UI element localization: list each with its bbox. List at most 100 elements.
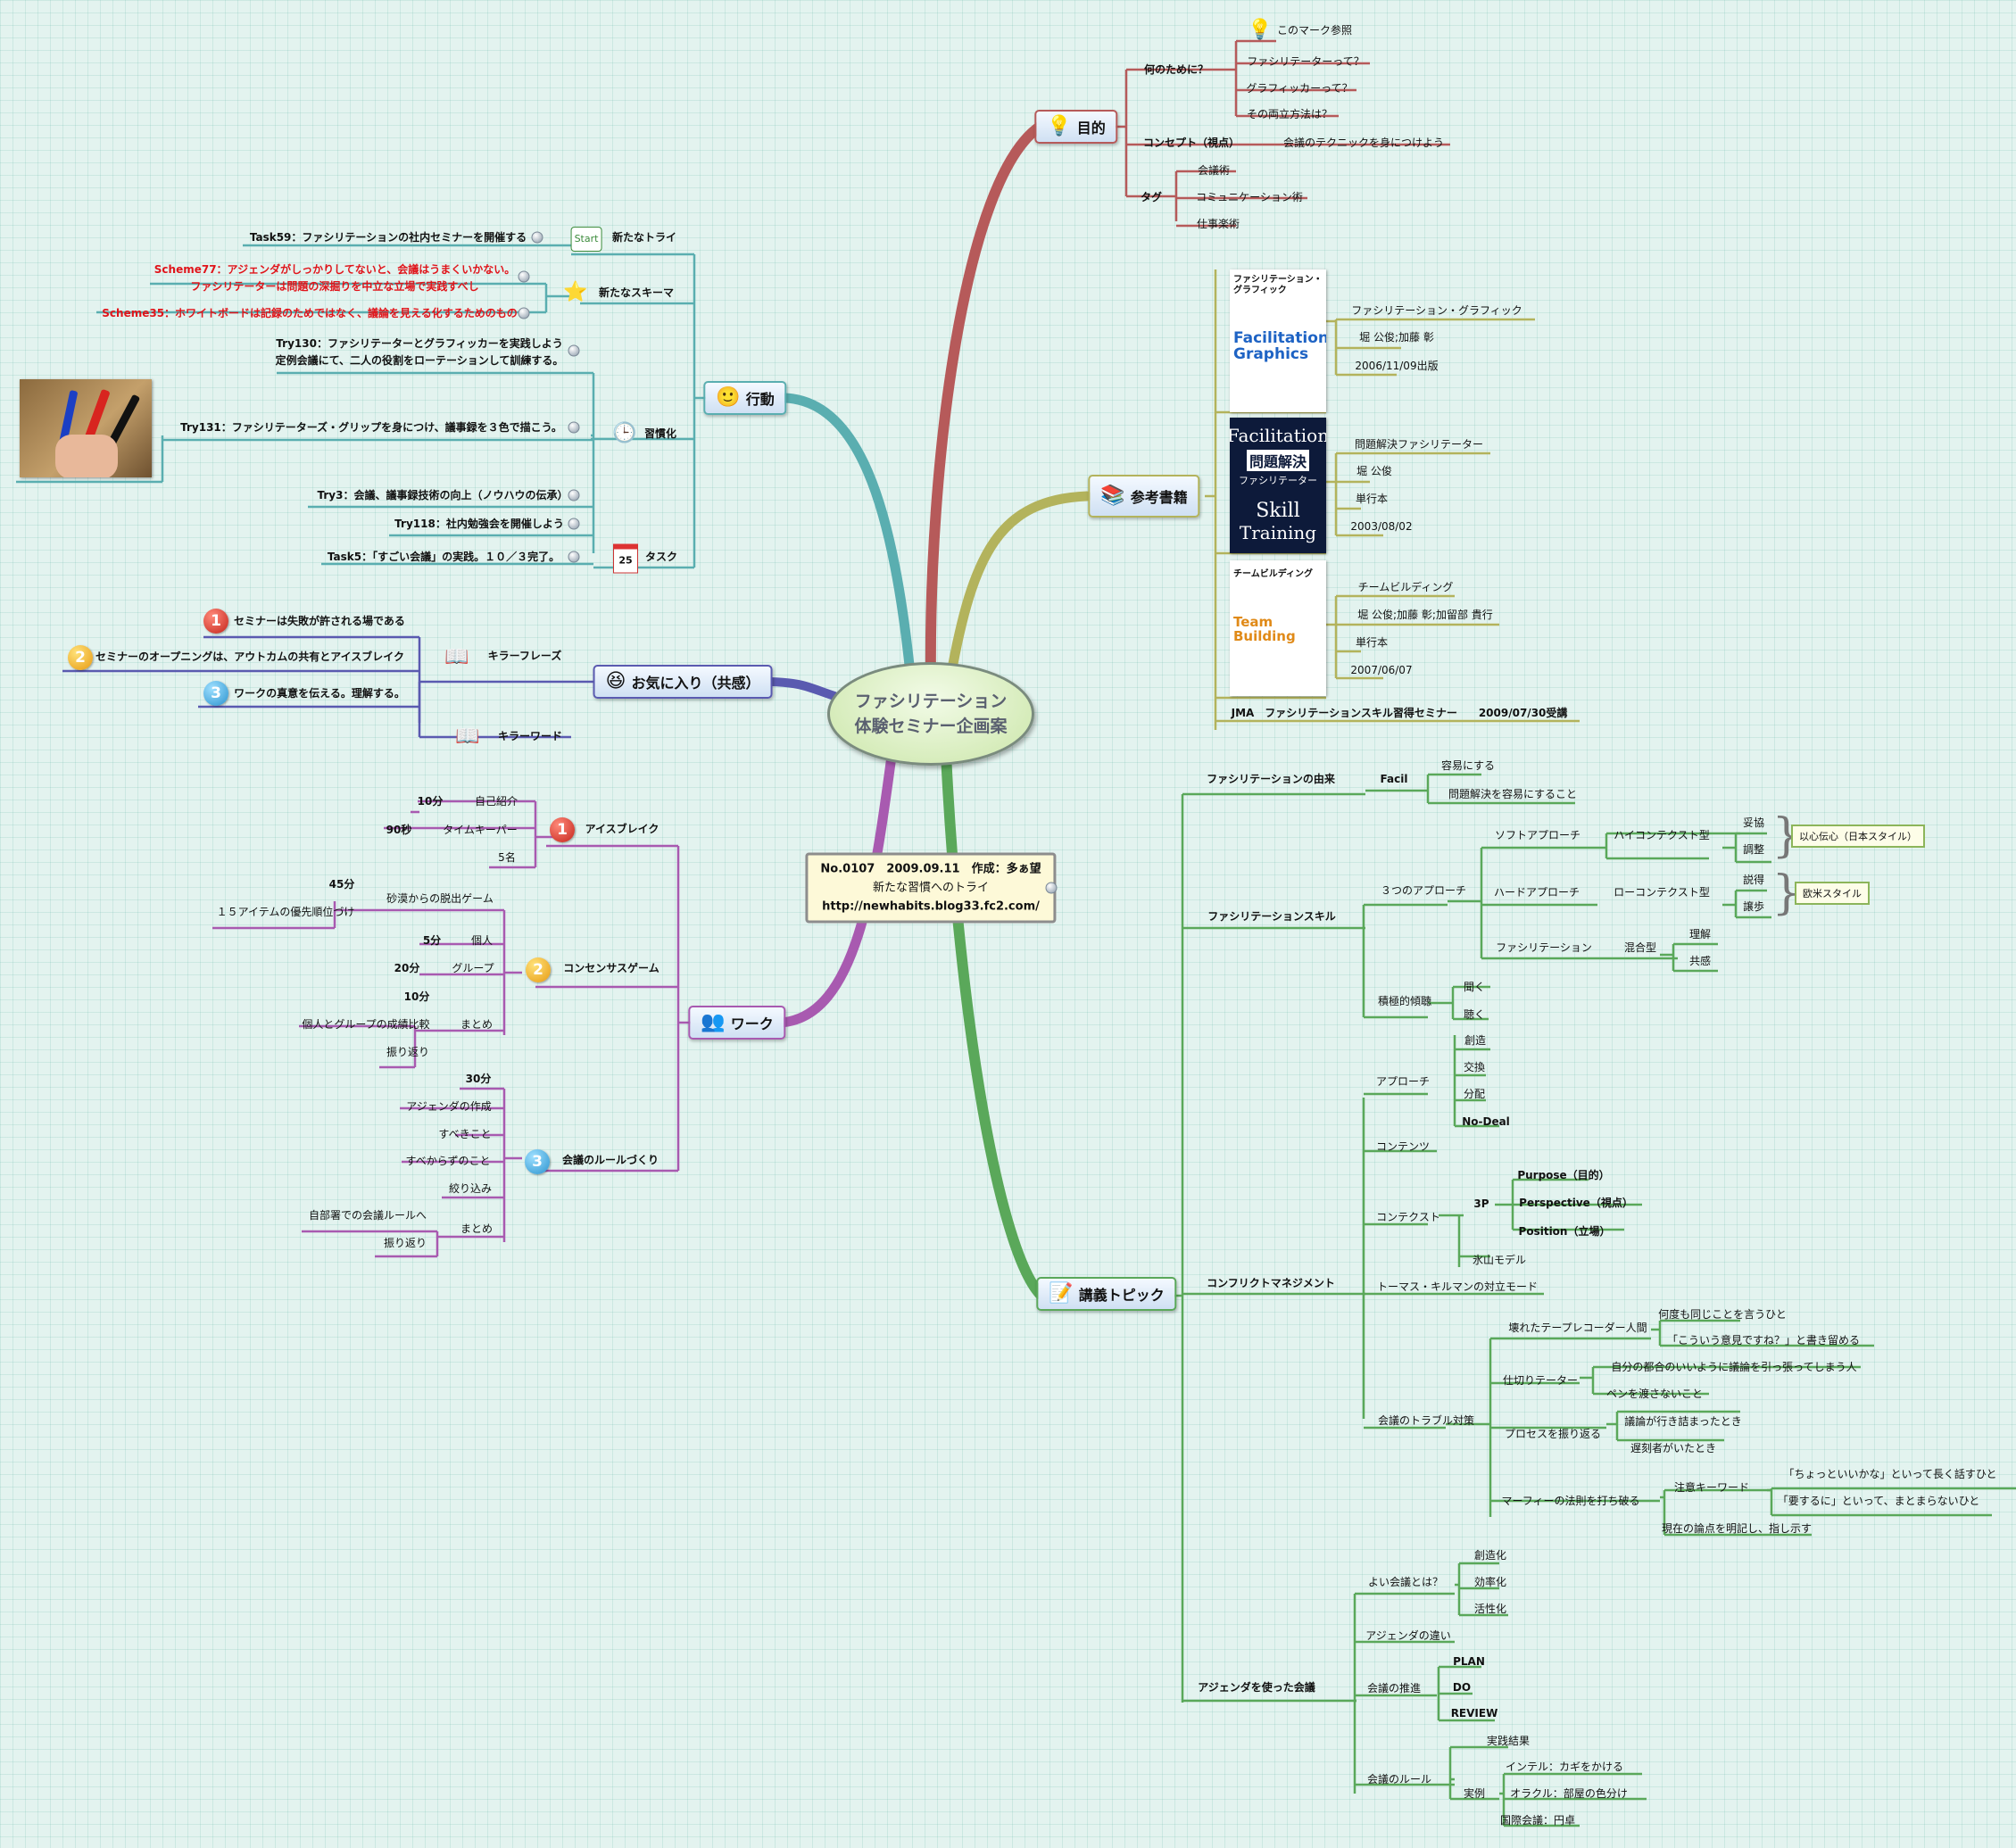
node-adjust[interactable]: 調整 xyxy=(1742,843,1765,856)
node-group-time[interactable]: 20分 xyxy=(394,962,420,974)
node-habit[interactable]: 習慣化 xyxy=(643,427,677,440)
node-plan[interactable]: PLAN xyxy=(1453,1655,1485,1668)
node-new-schema[interactable]: 新たなスキーマ xyxy=(598,286,675,299)
node-consensus[interactable]: コンセンサスゲーム xyxy=(563,962,660,974)
node-icebreak[interactable]: アイスブレイク xyxy=(585,823,660,835)
node-meeting-rule[interactable]: 会議のルール xyxy=(1366,1773,1432,1786)
node-tag-2[interactable]: コミュニケーション術 xyxy=(1196,191,1303,203)
book2-title[interactable]: 問題解決ファシリテーター xyxy=(1354,438,1484,451)
node-rule-review[interactable]: 振り返り xyxy=(383,1237,427,1249)
node-approach[interactable]: アプローチ xyxy=(1375,1075,1431,1088)
book-jma[interactable]: JMA ファシリテーションスキル習得セミナー 2009/07/30受講 xyxy=(1231,707,1568,719)
node-example-1[interactable]: インテル：カギをかける xyxy=(1505,1761,1624,1773)
node-individual[interactable]: 個人 xyxy=(470,934,494,947)
node-new-try[interactable]: 新たなトライ xyxy=(611,231,677,244)
node-hard[interactable]: ハードアプローチ xyxy=(1493,886,1580,899)
book2-date[interactable]: 2003/08/02 xyxy=(1350,520,1413,533)
node-create[interactable]: 創造 xyxy=(1464,1034,1487,1047)
node-low[interactable]: ローコンテクスト型 xyxy=(1614,886,1710,899)
link-icon[interactable] xyxy=(568,489,580,501)
node-try118[interactable]: Try118：社内勉強会を開催しよう xyxy=(394,518,564,530)
node-self-intro[interactable]: 自己紹介 xyxy=(474,795,519,808)
node-concept-value[interactable]: 会議のテクニックを身につけよう xyxy=(1282,137,1445,149)
topic-favorite[interactable]: 😆 お気に入り（共感） xyxy=(593,665,773,699)
node-warn-keyword[interactable]: 注意キーワード xyxy=(1673,1481,1750,1494)
tag-western-style[interactable]: 欧米スタイル xyxy=(1795,882,1870,905)
node-agenda-create[interactable]: アジェンダの作成 xyxy=(406,1100,492,1113)
node-good-3[interactable]: 活性化 xyxy=(1473,1603,1507,1615)
node-context[interactable]: コンテクスト xyxy=(1376,1211,1440,1223)
node-easy2[interactable]: 問題解決を容易にすること xyxy=(1448,788,1578,800)
node-should-not[interactable]: すべからずのこと xyxy=(405,1155,491,1167)
node-easy[interactable]: 容易にする xyxy=(1440,759,1496,772)
node-trouble[interactable]: 会議のトラブル対策 xyxy=(1377,1414,1475,1427)
link-icon[interactable] xyxy=(568,344,580,357)
node-task5[interactable]: Task5：「すごい会議」の実践。１０／３完了。 xyxy=(327,551,560,563)
node-compare[interactable]: 個人とグループの成績比較 xyxy=(302,1018,430,1031)
node-agenda-meeting[interactable]: アジェンダを使った会議 xyxy=(1198,1681,1315,1694)
book1-title[interactable]: ファシリテーション・グラフィック xyxy=(1351,304,1522,317)
topic-books[interactable]: 📚 参考書籍 xyxy=(1088,475,1200,518)
node-p-position[interactable]: Position（立場） xyxy=(1518,1225,1611,1238)
node-empathy[interactable]: 共感 xyxy=(1688,955,1712,967)
node-nodeal[interactable]: No-Deal xyxy=(1462,1115,1510,1128)
node-boss-2[interactable]: ペンを渡さないこと xyxy=(1605,1388,1704,1400)
node-boss-1[interactable]: 自分の都合のいいように議論を引っ張ってしまう人 xyxy=(1611,1361,1857,1373)
node-understand[interactable]: 理解 xyxy=(1688,928,1712,941)
node-ice-time2[interactable]: 90秒 xyxy=(386,824,412,836)
node-rule-time[interactable]: 30分 xyxy=(465,1073,492,1085)
book2-type[interactable]: 単行本 xyxy=(1355,493,1389,505)
node-broken-recorder[interactable]: 壊れたテープレコーダー人間 xyxy=(1508,1322,1647,1334)
node-facilitation[interactable]: ファシリテーション xyxy=(1496,941,1592,954)
node-listen-2[interactable]: 聴く xyxy=(1463,1008,1486,1021)
node-listen-1[interactable]: 聞く xyxy=(1463,981,1486,993)
node-q1[interactable]: ファシリテーターって？ xyxy=(1247,55,1365,68)
node-ranking[interactable]: １５アイテムの優先順位づけ xyxy=(216,906,355,918)
central-topic[interactable]: ファシリテーション 体験セミナー企画案 xyxy=(827,662,1034,766)
node-tag-1[interactable]: 会議術 xyxy=(1197,164,1231,177)
node-good-meeting[interactable]: よい会議とは？ xyxy=(1367,1576,1444,1588)
node-compromise[interactable]: 妥協 xyxy=(1742,816,1765,829)
node-phrase-1[interactable]: セミナーは失敗が許される場である xyxy=(234,615,405,627)
node-phrase-2[interactable]: セミナーのオープニングは、アウトカムの共有とアイスブレイク xyxy=(95,651,405,663)
book1-author[interactable]: 堀 公俊;加藤 彰 xyxy=(1359,331,1434,344)
node-skill[interactable]: ファシリテーションスキル xyxy=(1207,910,1336,923)
node-good-2[interactable]: 効率化 xyxy=(1473,1576,1507,1588)
node-3p[interactable]: 3P xyxy=(1473,1197,1489,1210)
node-broken-2[interactable]: 「こういう意見ですね？」と書き留める xyxy=(1666,1334,1861,1347)
node-example-3[interactable]: 国際会議：円卓 xyxy=(1499,1814,1576,1827)
book3-type[interactable]: 単行本 xyxy=(1355,636,1389,649)
node-own-rule[interactable]: 自部署での会議ルールへ xyxy=(308,1209,427,1222)
node-example[interactable]: 実例 xyxy=(1463,1787,1486,1800)
node-p-purpose[interactable]: Purpose（目的） xyxy=(1517,1169,1610,1181)
node-task59[interactable]: Task59：ファシリテーションの社内セミナーを開催する xyxy=(249,231,527,244)
node-process-1[interactable]: 議論が行き詰まったとき xyxy=(1624,1415,1742,1428)
tag-japan-style[interactable]: 以心伝心（日本スタイル） xyxy=(1791,825,1925,848)
node-q3[interactable]: その両立方法は？ xyxy=(1246,108,1333,120)
node-practice-result[interactable]: 実践結果 xyxy=(1486,1735,1531,1747)
node-cons-summary[interactable]: まとめ xyxy=(460,1018,494,1031)
node-exchange[interactable]: 交換 xyxy=(1463,1061,1486,1073)
link-icon[interactable] xyxy=(568,551,580,563)
node-murphy[interactable]: マーフィーの法則を打ち破る xyxy=(1501,1495,1640,1507)
link-icon[interactable] xyxy=(518,270,530,283)
node-tag[interactable]: タグ xyxy=(1140,191,1163,203)
node-try131[interactable]: Try131：ファシリテーターズ・グリップを身につけ、議事録を３色で描こう。 xyxy=(180,421,562,434)
node-five-people[interactable]: 5名 xyxy=(498,851,516,864)
node-distribute[interactable]: 分配 xyxy=(1463,1088,1486,1100)
book1-date[interactable]: 2006/11/09出版 xyxy=(1355,360,1439,372)
node-warn-3[interactable]: 現在の論点を明記し、指し示す xyxy=(1661,1522,1813,1535)
node-do[interactable]: DO xyxy=(1452,1681,1472,1694)
node-mixed[interactable]: 混合型 xyxy=(1623,941,1657,954)
node-task[interactable]: タスク xyxy=(644,551,678,563)
node-high[interactable]: ハイコンテクスト型 xyxy=(1614,829,1710,841)
node-warn-2[interactable]: 「要するに」といって、まとまらないひと xyxy=(1777,1495,1980,1507)
node-desert-game[interactable]: 砂漠からの脱出ゲーム xyxy=(386,892,494,905)
node-try130b[interactable]: 定例会議にて、二人の役割をローテーションして訓練する。 xyxy=(275,354,564,367)
node-concede[interactable]: 譲歩 xyxy=(1742,900,1765,913)
node-narrow[interactable]: 絞り込み xyxy=(448,1182,493,1195)
node-tag-3[interactable]: 仕事楽術 xyxy=(1196,218,1240,230)
node-scheme35[interactable]: Scheme35：ホワイトボードは記録のためではなく、議論を見える化するためのも… xyxy=(102,307,518,319)
node-listening[interactable]: 積極的傾聴 xyxy=(1377,995,1432,1007)
node-try130a[interactable]: Try130：ファシリテーターとグラフィッカーを実践しよう xyxy=(276,337,563,350)
